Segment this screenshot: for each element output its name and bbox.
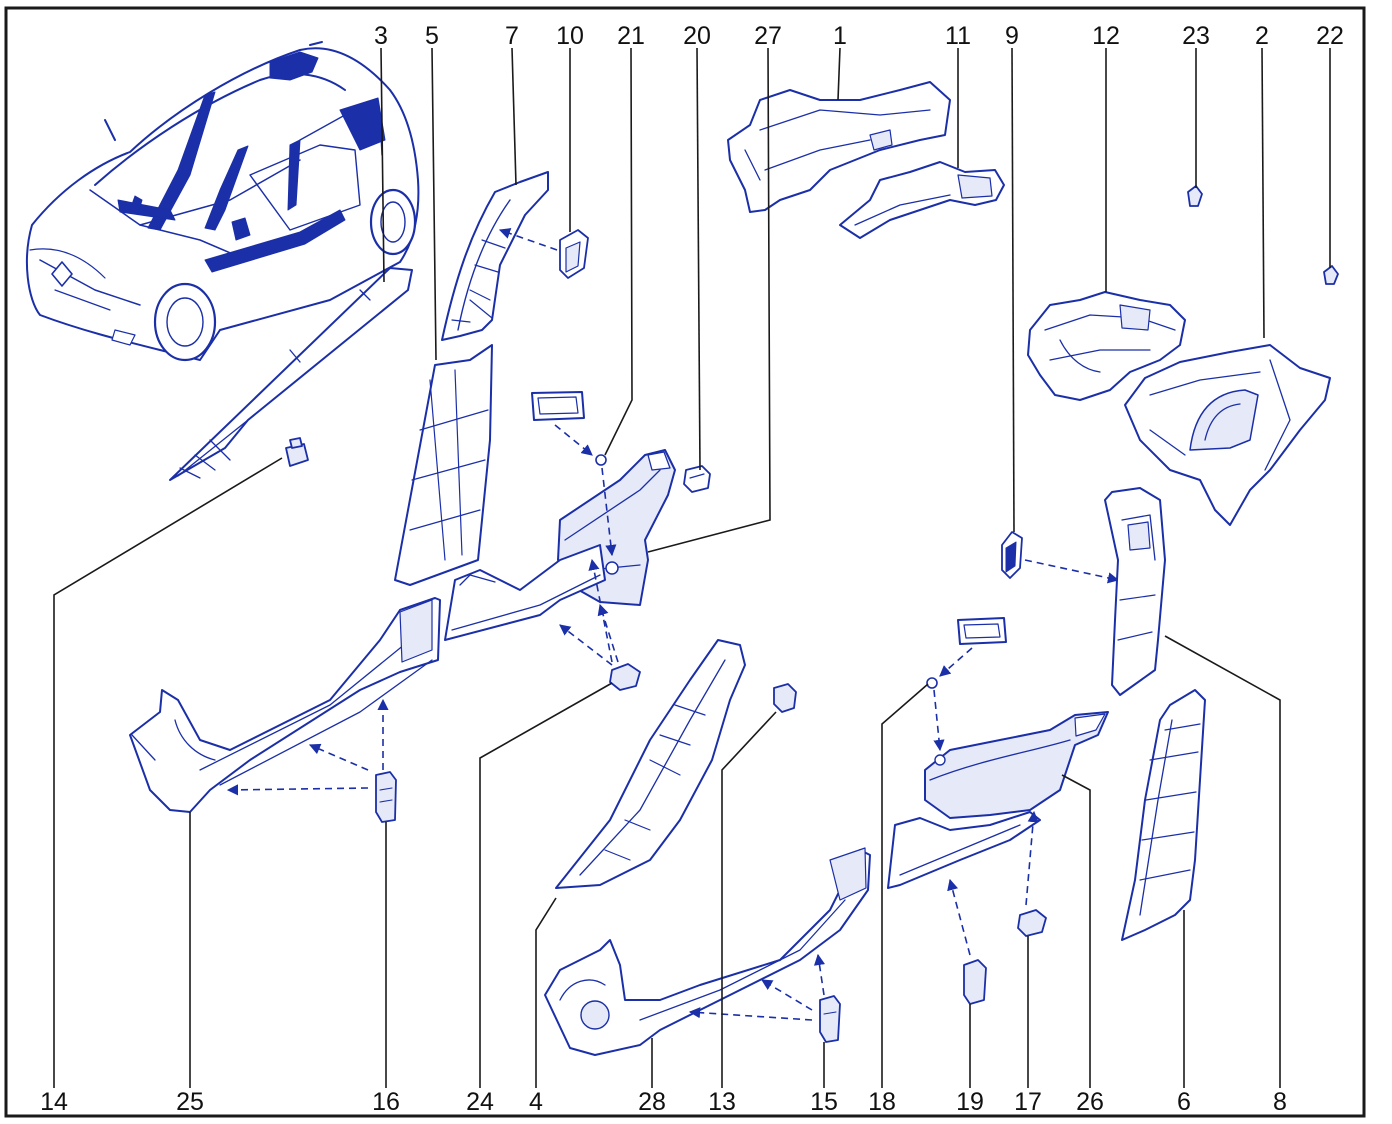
callout-24: 24 bbox=[466, 1088, 494, 1116]
callout-26: 26 bbox=[1076, 1088, 1104, 1116]
part-15-clip bbox=[819, 995, 841, 1043]
callout-16: 16 bbox=[372, 1088, 400, 1116]
bottom-callouts: 14 25 16 24 4 28 13 15 18 19 17 26 6 8 bbox=[40, 1088, 1287, 1116]
callout-5: 5 bbox=[425, 22, 439, 50]
part-20-clip bbox=[683, 465, 711, 493]
callout-20: 20 bbox=[683, 22, 711, 50]
part-28-rear-sill-trim bbox=[544, 847, 871, 1056]
part-5-pillar-lower-trim bbox=[394, 344, 493, 586]
bottom-leader-lines bbox=[53, 457, 1281, 1088]
vehicle-highlighted-trim bbox=[117, 51, 386, 273]
part-25-front-sill-plate bbox=[129, 597, 441, 813]
part-16-clip bbox=[375, 771, 397, 823]
callout-8: 8 bbox=[1273, 1088, 1287, 1116]
part-7-pillar-trim bbox=[441, 171, 549, 341]
part-4-pillar-lower-trim bbox=[555, 639, 746, 889]
part-9-cover bbox=[1001, 531, 1023, 579]
callout-17: 17 bbox=[1014, 1088, 1042, 1116]
part-26-rear-kick-panel bbox=[924, 711, 1109, 819]
part-18-pad-label bbox=[957, 617, 1007, 645]
part-24-clip bbox=[609, 663, 641, 691]
part-23-clip bbox=[1187, 185, 1203, 207]
callout-23: 23 bbox=[1182, 22, 1210, 50]
callout-14: 14 bbox=[40, 1088, 68, 1116]
callout-15: 15 bbox=[810, 1088, 838, 1116]
part-17-clip bbox=[1017, 909, 1047, 937]
callout-4: 4 bbox=[529, 1088, 543, 1116]
vehicle-overview bbox=[26, 41, 420, 362]
part-14-clip bbox=[285, 437, 309, 467]
part-12-rear-inner-trim bbox=[1027, 291, 1186, 401]
part-11-rear-trim bbox=[839, 161, 1005, 239]
callout-11: 11 bbox=[945, 22, 971, 50]
part-3-a-pillar-trim bbox=[169, 267, 413, 481]
part-22-clip bbox=[1323, 265, 1339, 285]
part-13-clip bbox=[773, 683, 797, 713]
callout-9: 9 bbox=[1005, 22, 1019, 50]
callout-1: 1 bbox=[833, 22, 847, 50]
callout-7: 7 bbox=[505, 22, 519, 50]
top-callouts: 3 5 7 10 21 20 27 1 11 9 12 23 2 22 bbox=[374, 22, 1344, 50]
part-21-clip bbox=[595, 454, 607, 466]
part-21-pad-label bbox=[531, 391, 585, 421]
part-8-c-pillar-trim bbox=[1104, 487, 1166, 696]
callout-18: 18 bbox=[868, 1088, 896, 1116]
callout-6: 6 bbox=[1177, 1088, 1191, 1116]
callout-10: 10 bbox=[556, 22, 584, 50]
part-2-rear-quarter-trim bbox=[1124, 344, 1331, 526]
callout-2: 2 bbox=[1255, 22, 1269, 50]
part-24-sill-trim bbox=[444, 544, 606, 641]
callout-12: 12 bbox=[1092, 22, 1120, 50]
callout-21: 21 bbox=[617, 22, 645, 50]
diagram-frame bbox=[4, 6, 1366, 1118]
callout-13: 13 bbox=[708, 1088, 736, 1116]
part-26-sill-trim bbox=[887, 811, 1041, 889]
callout-3: 3 bbox=[374, 22, 388, 50]
callout-25: 25 bbox=[176, 1088, 204, 1116]
part-6-pillar-lower-trim bbox=[1121, 689, 1206, 941]
part-10-cover bbox=[559, 229, 589, 279]
part-18-clip bbox=[926, 677, 938, 689]
callout-27: 27 bbox=[754, 22, 782, 50]
callout-28: 28 bbox=[638, 1088, 666, 1116]
part-1-rear-trim bbox=[727, 81, 951, 213]
callout-19: 19 bbox=[956, 1088, 984, 1116]
part-19-clip bbox=[963, 959, 987, 1005]
callout-22: 22 bbox=[1316, 22, 1344, 50]
top-leader-lines bbox=[380, 47, 1331, 553]
